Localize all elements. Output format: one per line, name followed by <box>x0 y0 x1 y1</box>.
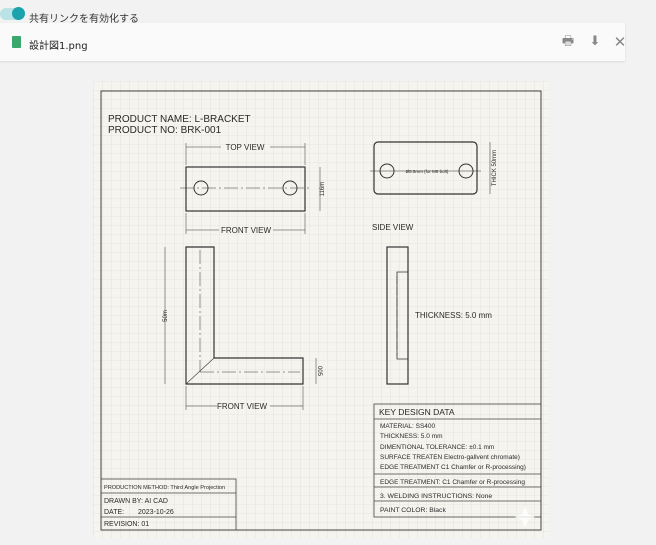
technical-drawing: PRODUCT NAME: L-BRACKET PRODUCT NO: BRK-… <box>93 81 549 538</box>
image-preview: PRODUCT NAME: L-BRACKET PRODUCT NO: BRK-… <box>93 81 549 538</box>
date-label: DATE: <box>104 509 124 516</box>
dim-005: 005 <box>316 366 322 377</box>
key-design-table <box>373 403 542 518</box>
product-name: PRODUCT NAME: L-BRACKET <box>108 114 251 125</box>
top-view <box>180 143 321 234</box>
share-link-toggle[interactable] <box>0 7 25 20</box>
title-block <box>100 478 237 531</box>
front-view-label-1: FRONT VIEW <box>221 226 272 235</box>
revision: REVISION: 01 <box>104 521 149 528</box>
paint-color: PAINT COLOR: Black <box>380 507 446 514</box>
close-icon[interactable]: ✕ <box>613 33 627 51</box>
front-view-l-shape <box>164 246 317 410</box>
thickness-label: THICKNESS: 5.0 mm <box>415 311 492 320</box>
drawn-by: DRAWN BY: AI CAD <box>104 498 168 505</box>
side-view-top <box>370 141 491 195</box>
side-view <box>386 246 409 385</box>
dim-116: 116m <box>320 182 326 197</box>
key-row: THICKNESS: 5.0 mm <box>380 433 442 440</box>
key-row: SURFACE TREATEN Electro-gallvent chromat… <box>380 454 520 461</box>
edge-treatment: EDGE TREATMENT: C1 Chamfer or R-processi… <box>380 479 525 486</box>
thick-note: THICK 50mm <box>492 150 498 186</box>
print-icon[interactable]: 🖶 <box>561 34 575 49</box>
download-icon[interactable]: ⬇ <box>589 34 601 49</box>
side-view-label: SIDE VIEW <box>372 223 414 232</box>
sparkle-icon <box>515 506 535 528</box>
toggle-knob <box>12 7 25 20</box>
dim-50: 50m <box>163 310 169 322</box>
key-row: DIMENTIONAL TOLERANCE: ±0.1 mm <box>380 444 494 451</box>
date-value: 2023-10-26 <box>138 509 174 516</box>
top-view-label: TOP VIEW <box>226 143 265 152</box>
key-title: KEY DESIGN DATA <box>379 407 455 417</box>
production-method: PRODUCTION METHOD: Third Angle Projectio… <box>104 485 225 491</box>
share-link-label: 共有リンクを有効化する <box>29 14 139 25</box>
file-header: 設計図1.png 🖶 ⬇ ✕ <box>0 23 626 61</box>
key-row: EDGE TREATMENT C1 Chamfer or R-processin… <box>380 464 526 471</box>
product-no: PRODUCT NO: BRK-001 <box>108 125 222 136</box>
file-name: 設計図1.png <box>29 41 88 52</box>
front-view-label-2: FRONT VIEW <box>217 402 268 411</box>
hole-note: Ø8.5mm (for M8 bolt) <box>406 169 449 174</box>
image-file-icon <box>12 36 21 48</box>
welding-instructions: 3. WELDING INSTRUCTIONS: None <box>380 493 492 500</box>
drawing-border <box>100 90 542 531</box>
key-row: MATERIAL: SS400 <box>380 423 436 430</box>
